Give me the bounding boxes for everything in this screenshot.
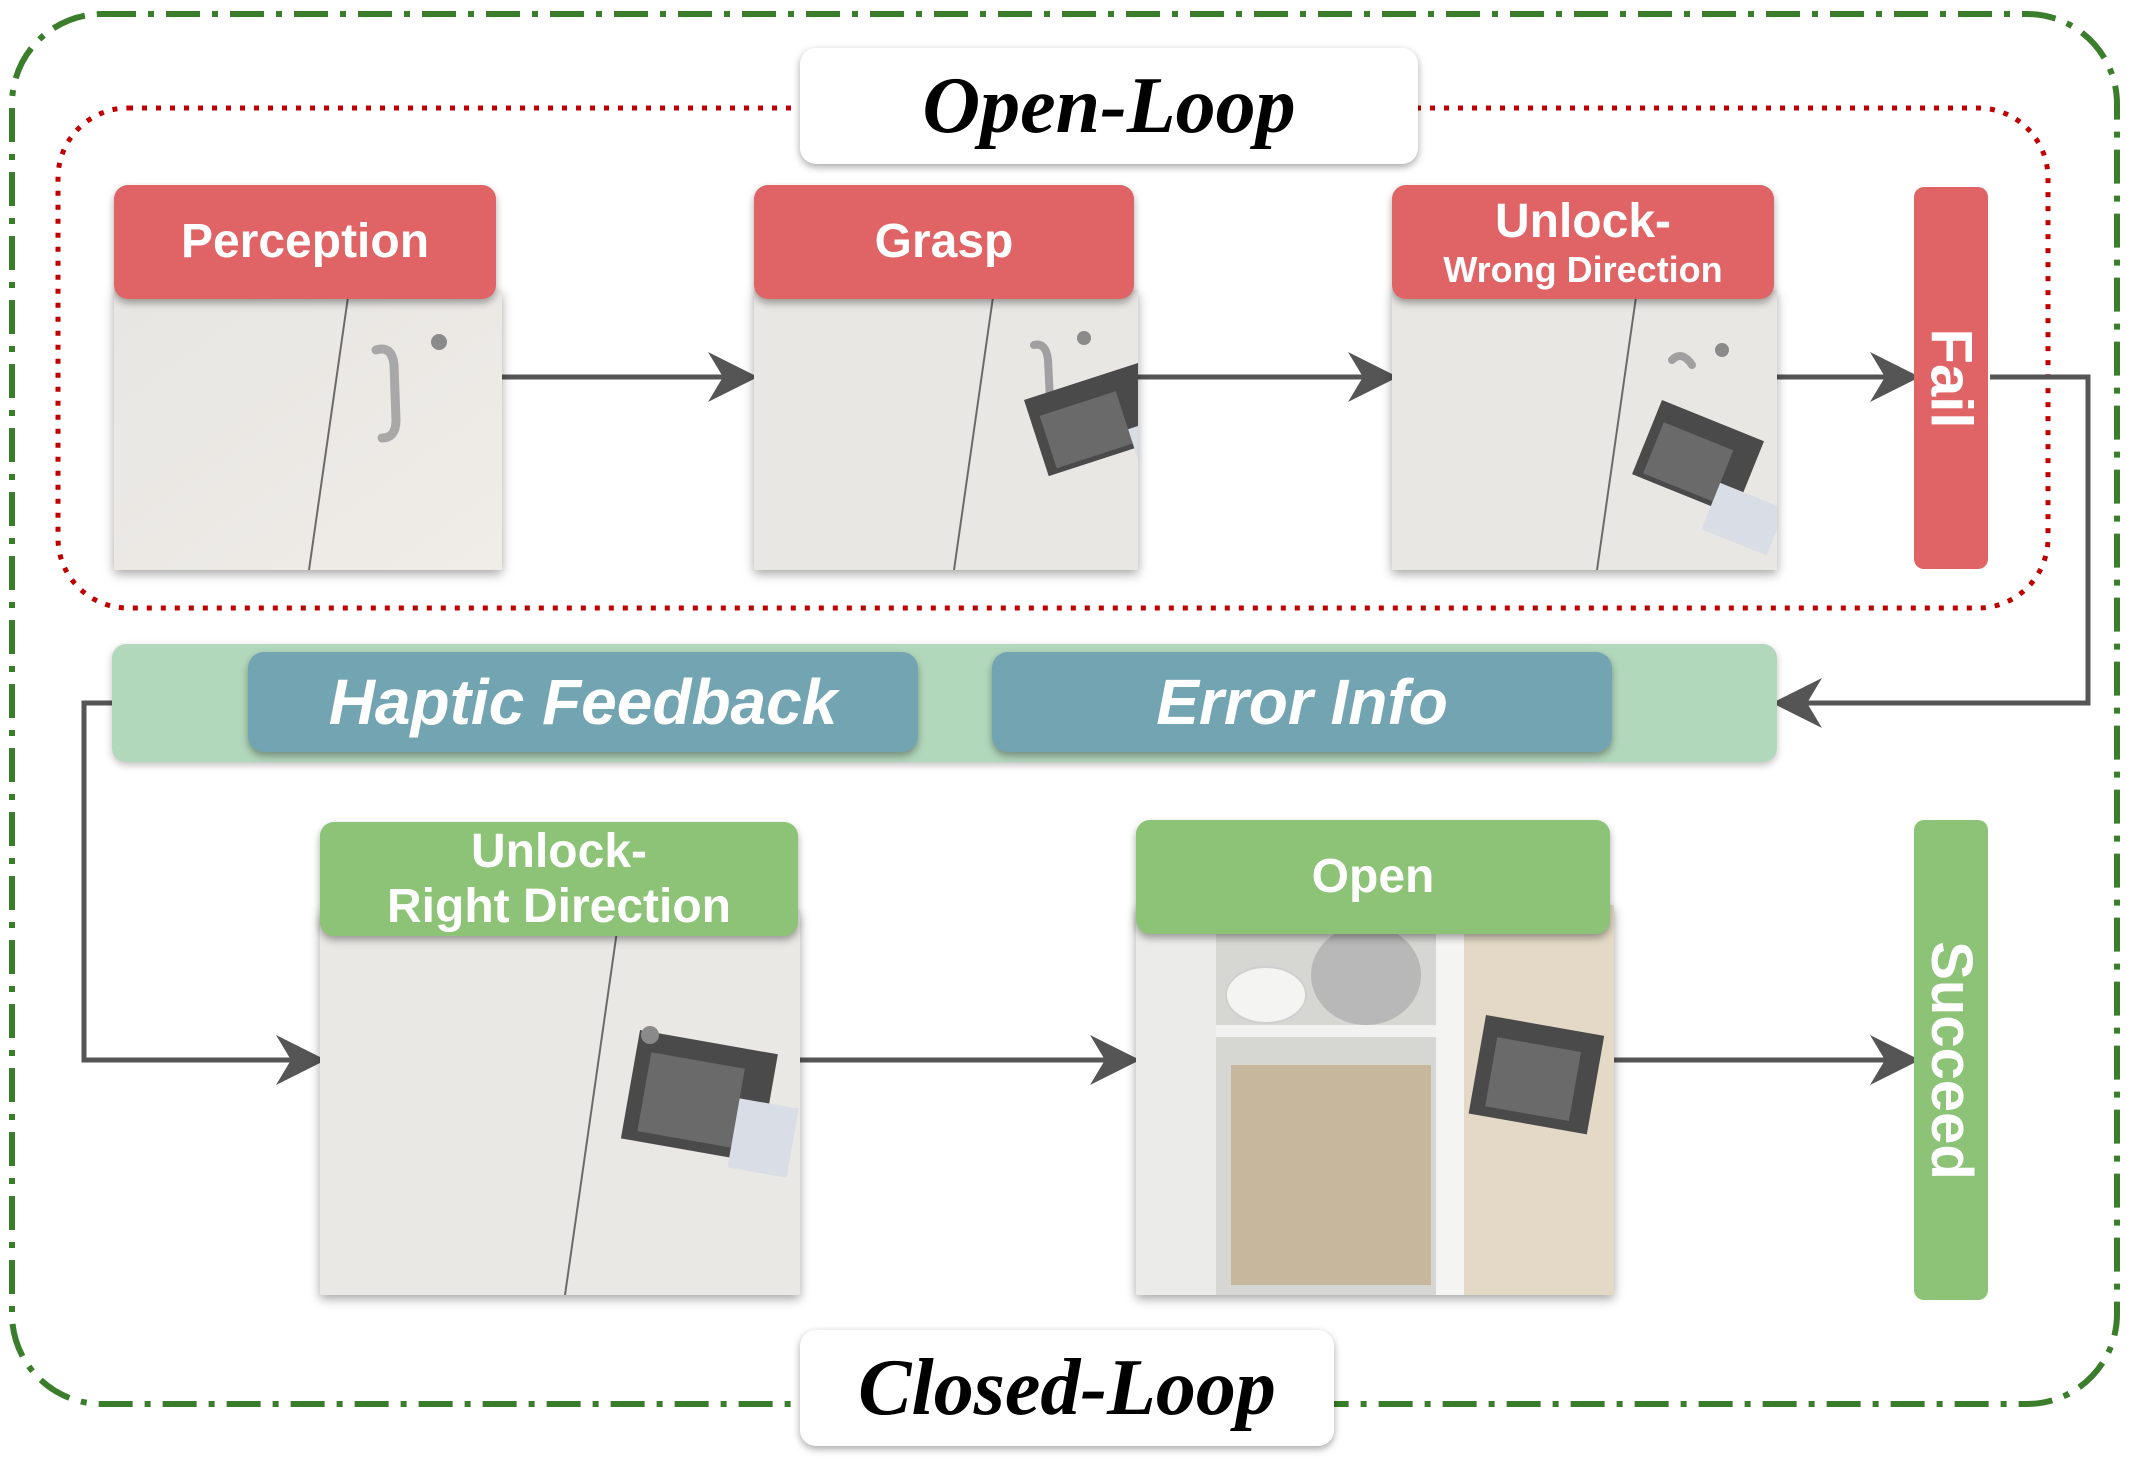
succeed-outcome: Succeed: [1914, 820, 1988, 1300]
step-unlock-wrong-subtitle: Wrong Direction: [1443, 248, 1723, 290]
step-grasp-label: Grasp: [754, 185, 1134, 299]
unlock-right-photo: [320, 910, 800, 1295]
step-unlock-wrong-label: Unlock- Wrong Direction: [1392, 185, 1774, 299]
step-perception-title: Perception: [180, 215, 430, 269]
step-grasp-title: Grasp: [874, 215, 1014, 269]
fail-outcome: Fail: [1914, 187, 1988, 569]
step-unlock-right-label: Unlock- Right Direction: [320, 822, 798, 936]
arrow-fail-to-feedback: [1772, 374, 2091, 728]
error-info-chip: Error Info: [992, 652, 1612, 752]
step-open-title: Open: [1311, 850, 1435, 904]
open-photo: [1136, 905, 1614, 1295]
step-open-label: Open: [1136, 820, 1610, 934]
perception-photo: [114, 290, 502, 570]
step-unlock-right-title: Unlock-: [470, 824, 647, 878]
open-loop-label: Open-Loop: [800, 48, 1418, 164]
haptic-feedback-chip: Haptic Feedback: [248, 652, 918, 752]
closed-loop-label: Closed-Loop: [800, 1330, 1334, 1446]
step-unlock-right-subtitle: Right Direction: [387, 880, 731, 933]
step-unlock-wrong-title: Unlock-: [1494, 194, 1671, 248]
arrow-feedback-to-unlock-right: [81, 700, 326, 1085]
unlock-wrong-photo: [1392, 290, 1777, 570]
succeed-text: Succeed: [1918, 940, 1984, 1180]
step-perception-label: Perception: [114, 185, 496, 299]
fail-text: Fail: [1918, 328, 1984, 428]
grasp-photo: [754, 290, 1138, 570]
